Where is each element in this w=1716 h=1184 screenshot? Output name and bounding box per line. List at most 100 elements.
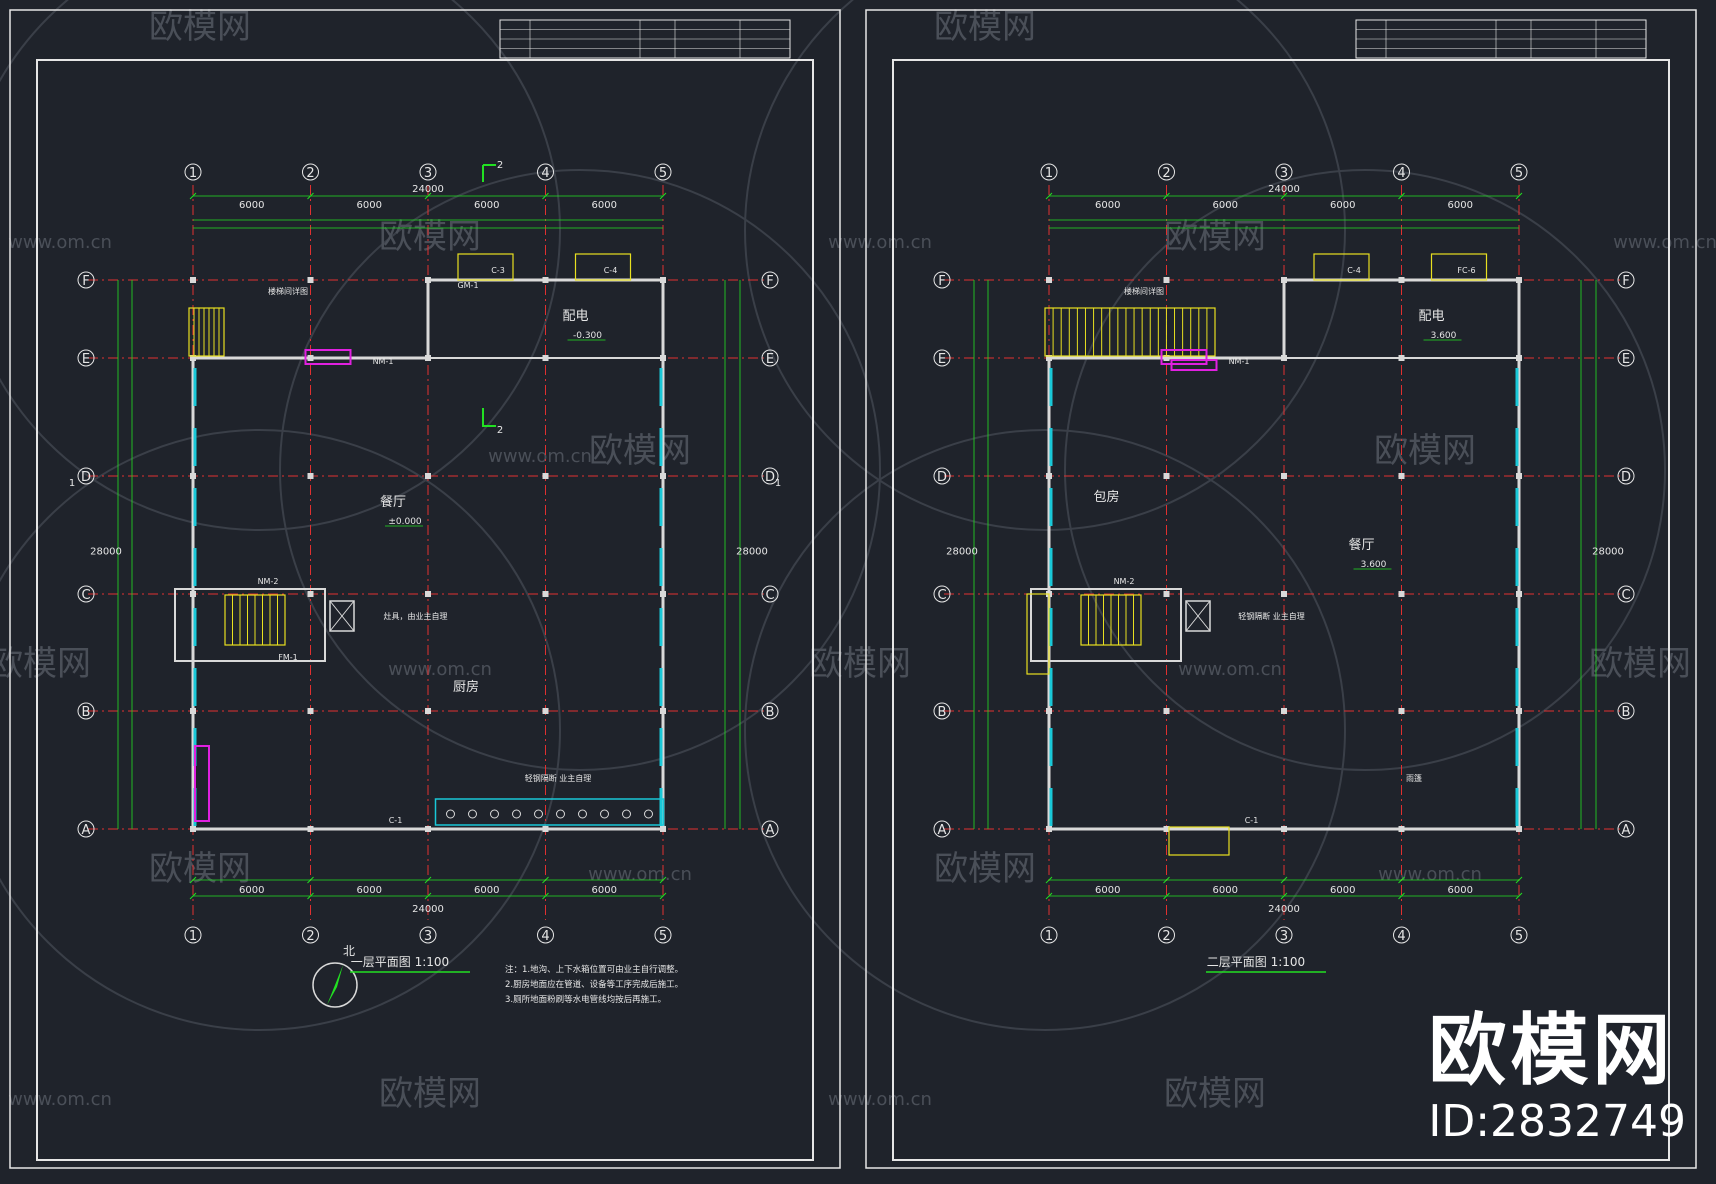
dimension-tick	[1515, 876, 1523, 884]
room-label: 餐厅	[1348, 537, 1374, 553]
watermark-brand-block: 欧模网 ID:2832749	[1428, 1012, 1686, 1144]
stove-burner	[578, 809, 587, 819]
structural-column	[1398, 591, 1405, 597]
dimension-bay-bottom: 6000	[474, 885, 499, 896]
watermark-brand-text: 欧模网	[1589, 644, 1691, 684]
axis-label-col: 1	[1045, 929, 1053, 944]
drawing-annotation: 轻钢隔断 业主自理	[525, 773, 592, 783]
section-mark	[482, 408, 496, 427]
structural-column	[1046, 355, 1052, 361]
special-equipment	[304, 349, 352, 365]
sheet-outer-frame	[9, 9, 841, 1169]
axis-bubble	[419, 926, 437, 944]
room-label: 配电	[1418, 309, 1444, 324]
axis-label-row: A	[766, 823, 775, 838]
structural-column	[425, 277, 431, 283]
drawing-annotation: C-4	[604, 266, 618, 275]
dimension-bay-bottom: 6000	[1330, 885, 1355, 896]
stove-burner	[468, 809, 477, 819]
structural-column	[1046, 826, 1052, 832]
structural-column	[1516, 591, 1522, 597]
room-label: 配电	[562, 309, 588, 324]
axis-bubble	[933, 271, 951, 289]
dimension-bay-top: 6000	[239, 200, 264, 211]
axis-label-row: F	[82, 274, 89, 289]
structural-column	[542, 355, 549, 361]
structural-column	[1163, 591, 1170, 597]
structural-column	[425, 355, 431, 361]
special-equipment-left	[194, 745, 210, 822]
axis-label-col: 4	[1397, 929, 1405, 944]
dimension-tick	[542, 892, 549, 900]
watermark-url-text: www.om.cn	[388, 659, 492, 680]
dimension-tick	[1398, 892, 1405, 900]
axis-bubble	[1617, 349, 1635, 367]
axis-bubble	[302, 163, 319, 181]
drawing-annotation: NM-2	[258, 577, 279, 586]
axis-label-row: A	[82, 823, 91, 838]
axis-bubble	[77, 585, 95, 603]
dimension-tick	[659, 192, 667, 200]
watermark-url-text: www.om.cn	[1613, 232, 1716, 253]
dimension-bay-top: 6000	[357, 200, 382, 211]
axis-bubble	[933, 349, 951, 367]
dimension-tick	[1280, 192, 1288, 200]
dimension-bay-top: 6000	[1095, 200, 1120, 211]
watermark-url-text: www.om.cn	[828, 1089, 932, 1110]
watermark-brand-text: 欧模网	[379, 1074, 481, 1114]
stove-burner	[446, 809, 455, 819]
axis-label-row: E	[766, 352, 774, 367]
axis-label-row: B	[938, 705, 947, 720]
structural-column	[190, 277, 196, 283]
dimension-top-total: 24000	[412, 184, 444, 195]
note-line: 注：1.地沟、上下水箱位置可由业主自行调整。	[505, 964, 683, 975]
axis-label-row: C	[1621, 588, 1630, 603]
axis-bubble	[933, 585, 951, 603]
dimension-tick	[542, 192, 549, 200]
dimension-top-total: 24000	[1268, 184, 1300, 195]
stove-burner	[622, 809, 631, 819]
elevator-shaft	[329, 600, 355, 632]
section-mark-label: 2	[497, 425, 503, 436]
dimension-tick	[424, 876, 432, 884]
watermark-brand-text: 欧模网	[1164, 1074, 1266, 1114]
structural-column	[1046, 473, 1052, 479]
axis-bubble	[1510, 163, 1528, 181]
room-label: 厨房	[453, 679, 479, 695]
axis-bubble	[77, 702, 95, 720]
axis-bubble	[77, 820, 95, 838]
watermark-circle	[279, 169, 881, 771]
axis-label-col: 3	[424, 929, 432, 944]
dimension-bay-bottom: 6000	[1448, 885, 1473, 896]
dimension-tick	[1045, 892, 1053, 900]
axis-label-col: 5	[1515, 929, 1523, 944]
axis-bubble	[1275, 163, 1293, 181]
dimension-tick	[1163, 876, 1170, 884]
structural-column	[1516, 277, 1522, 283]
roof-opening	[1430, 253, 1488, 281]
structural-column	[660, 473, 666, 479]
structural-column	[307, 355, 314, 361]
watermark-brand-text: 欧模网	[934, 849, 1036, 889]
structural-column	[1281, 826, 1287, 832]
axis-bubble	[1617, 585, 1635, 603]
axis-bubble	[1275, 926, 1293, 944]
dimension-tick	[424, 892, 432, 900]
structural-column	[1516, 473, 1522, 479]
axis-bubble	[419, 163, 437, 181]
axis-bubble	[1393, 926, 1410, 944]
drawing-annotation: GM-1	[457, 281, 478, 290]
axis-label-col: 3	[1280, 929, 1288, 944]
dimension-tick	[1398, 192, 1405, 200]
watermark-circle	[1064, 169, 1666, 771]
roof-opening	[1313, 253, 1370, 281]
watermark-id: ID:2832749	[1428, 1096, 1686, 1147]
dimension-tick	[1045, 876, 1053, 884]
sheet-title: 二层平面图 1:100	[1207, 955, 1305, 969]
axis-bubble	[933, 702, 951, 720]
drawing-annotation: 楼梯间详图	[1124, 286, 1164, 296]
dimension-tick	[1163, 892, 1170, 900]
dimension-tick	[307, 192, 314, 200]
